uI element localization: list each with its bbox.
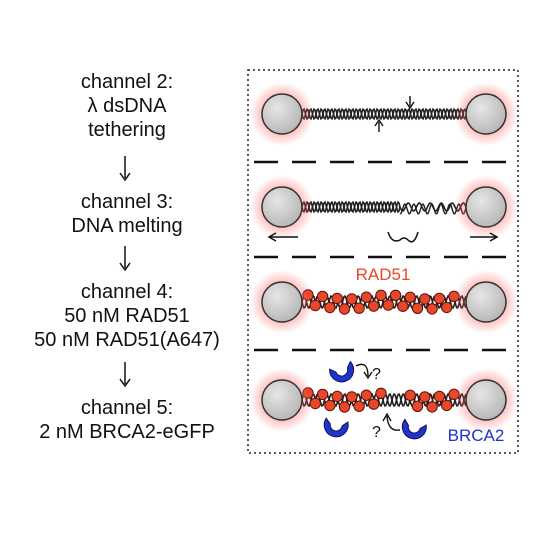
step-title: channel 3: <box>80 191 174 213</box>
rad51-protein <box>397 300 409 312</box>
step-line: λ dsDNA <box>87 95 167 117</box>
force-arrow-icon <box>405 101 415 110</box>
rad51-protein <box>360 291 373 303</box>
down-arrow-icon <box>119 362 131 388</box>
optical-trap-bead <box>261 379 303 421</box>
optical-trap-bead <box>465 281 507 323</box>
step-title: channel 2: <box>80 71 174 93</box>
binding-arrow-icon <box>386 415 401 431</box>
dna-strand <box>301 200 401 214</box>
step-line: 50 nM RAD51 <box>64 305 190 327</box>
binding-arrow-icon <box>355 363 369 377</box>
optical-trap-bead <box>465 186 507 228</box>
rad51-protein <box>433 390 446 403</box>
rad51-protein <box>324 301 336 314</box>
melt-bubble-icon <box>387 231 419 243</box>
rad51-protein <box>331 390 343 403</box>
question-mark: ? <box>372 366 381 383</box>
rad51-protein <box>375 289 387 301</box>
rad51-protein <box>404 389 416 401</box>
optical-trap-bead <box>261 281 303 323</box>
pull-right-arrow-icon <box>489 232 499 242</box>
step-channel-2: channel 2: λ dsDNA tethering <box>12 70 242 142</box>
down-arrow-icon <box>119 246 131 272</box>
rad51-protein <box>368 300 380 312</box>
pull-left-arrow-icon <box>267 232 277 242</box>
optical-trap-bead <box>261 93 303 135</box>
panel-border <box>247 69 519 454</box>
step-channel-3: channel 3: DNA melting <box>12 190 242 238</box>
rad51-protein <box>360 389 373 401</box>
step-title: channel 5: <box>80 397 174 419</box>
optical-trap-bead <box>465 93 507 135</box>
brca2-protein <box>323 417 349 438</box>
rad51-protein <box>441 301 453 314</box>
rad51-protein <box>324 399 336 412</box>
rad51-protein <box>331 292 343 305</box>
step-channel-5: channel 5: 2 nM BRCA2-eGFP <box>12 396 242 444</box>
brca2-protein <box>401 418 427 440</box>
question-mark: ? <box>372 424 381 441</box>
step-line: 2 nM BRCA2-eGFP <box>39 421 215 443</box>
rad51-protein <box>426 401 438 413</box>
rad51-protein <box>338 303 351 315</box>
rad51-protein <box>419 391 431 403</box>
rad51-protein <box>441 399 453 412</box>
step-channel-4: channel 4: 50 nM RAD51 50 nM RAD51(A647) <box>12 280 242 352</box>
rad51-label: RAD51 <box>356 265 411 284</box>
rad51-protein <box>338 401 351 413</box>
binding-arrow-icon <box>382 412 392 422</box>
down-arrow-icon <box>119 156 131 182</box>
rad51-protein <box>426 303 438 315</box>
brca2-protein <box>329 360 355 383</box>
rad51-protein <box>353 400 365 412</box>
step-line: 50 nM RAD51(A647) <box>34 329 220 351</box>
step-line: DNA melting <box>71 215 183 237</box>
force-arrow-icon <box>374 118 384 127</box>
rad51-protein <box>389 289 402 301</box>
rad51-protein <box>346 293 358 305</box>
step-line: tethering <box>88 119 166 141</box>
optical-trap-bead <box>261 186 303 228</box>
rad51-protein <box>316 290 329 303</box>
rad51-protein <box>411 302 424 314</box>
rad51-protein <box>433 292 446 305</box>
rad51-protein <box>404 291 416 303</box>
rad51-protein <box>346 391 358 403</box>
rad51-protein <box>316 388 329 401</box>
rad51-protein <box>368 398 380 410</box>
step-title: channel 4: <box>80 281 174 303</box>
dna-strand <box>301 107 467 121</box>
rad51-protein <box>382 299 394 311</box>
optical-trap-bead <box>465 379 507 421</box>
binding-arrow-icon <box>363 371 373 380</box>
rad51-protein <box>353 302 365 314</box>
brca2-label: BRCA2 <box>448 426 505 445</box>
rad51-protein <box>419 293 431 305</box>
rad51-protein <box>411 400 424 412</box>
rad51-protein <box>375 387 387 399</box>
